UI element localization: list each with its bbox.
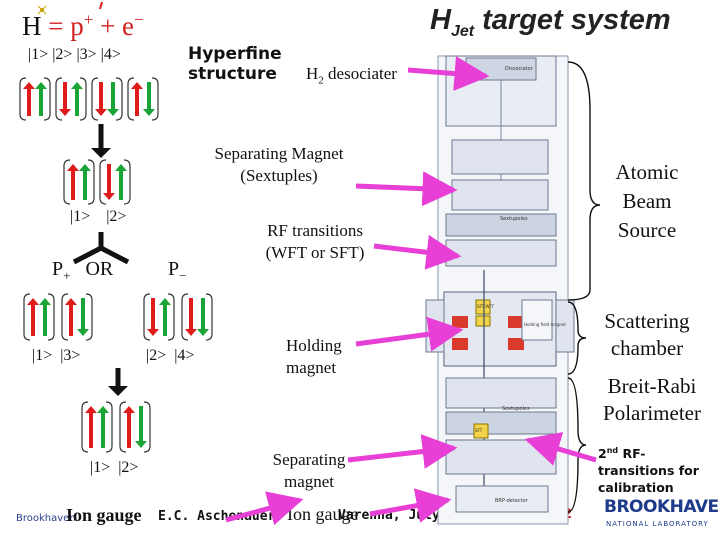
pminus-state-2-proton-arrow: [147, 298, 159, 336]
pminus-state-4-box: [181, 293, 213, 341]
top-state-4-box: [127, 77, 159, 121]
pplus-state-1-proton-arrow: [27, 298, 39, 336]
pink-arrow-rf: [373, 234, 462, 270]
top-state-3-proton-arrow: [95, 82, 107, 116]
ion-gauge-2-label: Ion gauge: [287, 504, 359, 524]
top-state-2-box: [55, 77, 87, 121]
pminus-state-2-electron-arrow: [159, 298, 171, 336]
breit-rabi-brace: [567, 377, 587, 513]
hydrogen-formula: H = p+ + e−: [22, 10, 144, 41]
bottom-state-1-box: [81, 401, 113, 453]
top-state-1-proton-arrow: [23, 82, 35, 116]
separating-magnet-label: Separating Magnet(Sextuples): [214, 144, 344, 185]
scattering-chamber-brace: [567, 301, 587, 375]
bottom-state-1-electron-arrow: [97, 406, 109, 448]
pink-arrow-holding: [355, 316, 464, 352]
states-24-label: |2> |4>: [146, 347, 195, 364]
h2-dissociator-label: H2 desociater: [306, 64, 397, 87]
top-state-3-box: [91, 77, 123, 121]
pink-arrow-dissociator: [407, 56, 490, 92]
brookhaven-footer-text: Brookhaven: [16, 513, 76, 524]
pplus-state-1-box: [23, 293, 55, 341]
apparatus-label-sft-wft: SFT WFT: [477, 304, 495, 309]
top-state-3-electron-arrow: [107, 82, 119, 116]
apparatus-label-dissociator: Dissociator: [505, 66, 534, 72]
apparatus-label-sextupoles-2: Sextupoles: [502, 406, 530, 412]
pplus-state-3-electron-arrow: [77, 298, 89, 336]
top-state-4-proton-arrow: [131, 82, 143, 116]
flow-arrows: [72, 124, 130, 396]
top-state-1-electron-arrow: [35, 82, 47, 116]
pminus-state-4-proton-arrow: [185, 298, 197, 336]
pminus-state-4-electron-arrow: [197, 298, 209, 336]
states-top-label: |1> |2> |3> |4>: [28, 46, 121, 63]
atomic-beam-source-brace: [567, 61, 601, 301]
pink-arrow-separating: [347, 434, 458, 469]
mid-state-2-proton-arrow: [103, 164, 115, 200]
pink-arrow-ion-gauge-2: [369, 488, 452, 523]
states-bottom-label: |1> |2>: [90, 459, 139, 476]
mid-state-1-box: [63, 159, 95, 205]
mid-state-2-box: [99, 159, 131, 205]
p-plus-label: P+ OR: [52, 258, 114, 283]
mid-state-2-electron-arrow: [115, 164, 127, 200]
top-state-4-electron-arrow: [143, 82, 155, 116]
apparatus-label-sextupoles-1: Sextupoles: [500, 216, 528, 222]
pminus-state-2-box: [143, 293, 175, 341]
pplus-state-1-electron-arrow: [39, 298, 51, 336]
top-state-1-box: [19, 77, 51, 121]
pink-arrow-ion-gauge-1: [225, 491, 304, 526]
bottom-state-2-box: [119, 401, 151, 453]
mid-state-1-proton-arrow: [67, 164, 79, 200]
slide-title: HJet target system: [430, 4, 671, 40]
small-spin-mark: [99, 1, 103, 10]
top-state-2-electron-arrow: [71, 82, 83, 116]
apparatus-label-sft: SFT: [475, 428, 483, 433]
pplus-state-3-proton-arrow: [65, 298, 77, 336]
spark-icon: [37, 5, 47, 15]
top-state-2-proton-arrow: [59, 82, 71, 116]
apparatus-label-brp: BRP-detector: [495, 498, 529, 504]
rf-transitions-label: RF transitions(WFT or SFT): [265, 221, 365, 262]
states-13-label: |1> |3>: [32, 347, 81, 364]
pplus-state-3-box: [61, 293, 93, 341]
pink-arrow-sextuples: [355, 171, 458, 207]
p-minus-label: P−: [168, 258, 187, 283]
bnl-logo-bottom: NATIONAL LABORATORY: [606, 520, 709, 528]
bnl-logo-top: BROOKHAVEN: [604, 497, 720, 517]
apparatus-label-holding: Holding field magnet: [524, 322, 566, 327]
bottom-state-2-electron-arrow: [135, 406, 147, 448]
ion-gauge-1-label: Ion gauge: [66, 505, 142, 525]
mid-state-1-electron-arrow: [79, 164, 91, 200]
bottom-state-1-proton-arrow: [85, 406, 97, 448]
bottom-state-2-proton-arrow: [123, 406, 135, 448]
pink-arrow-rf2: [524, 432, 597, 466]
states-mid-label: |1> |2>: [70, 208, 127, 225]
